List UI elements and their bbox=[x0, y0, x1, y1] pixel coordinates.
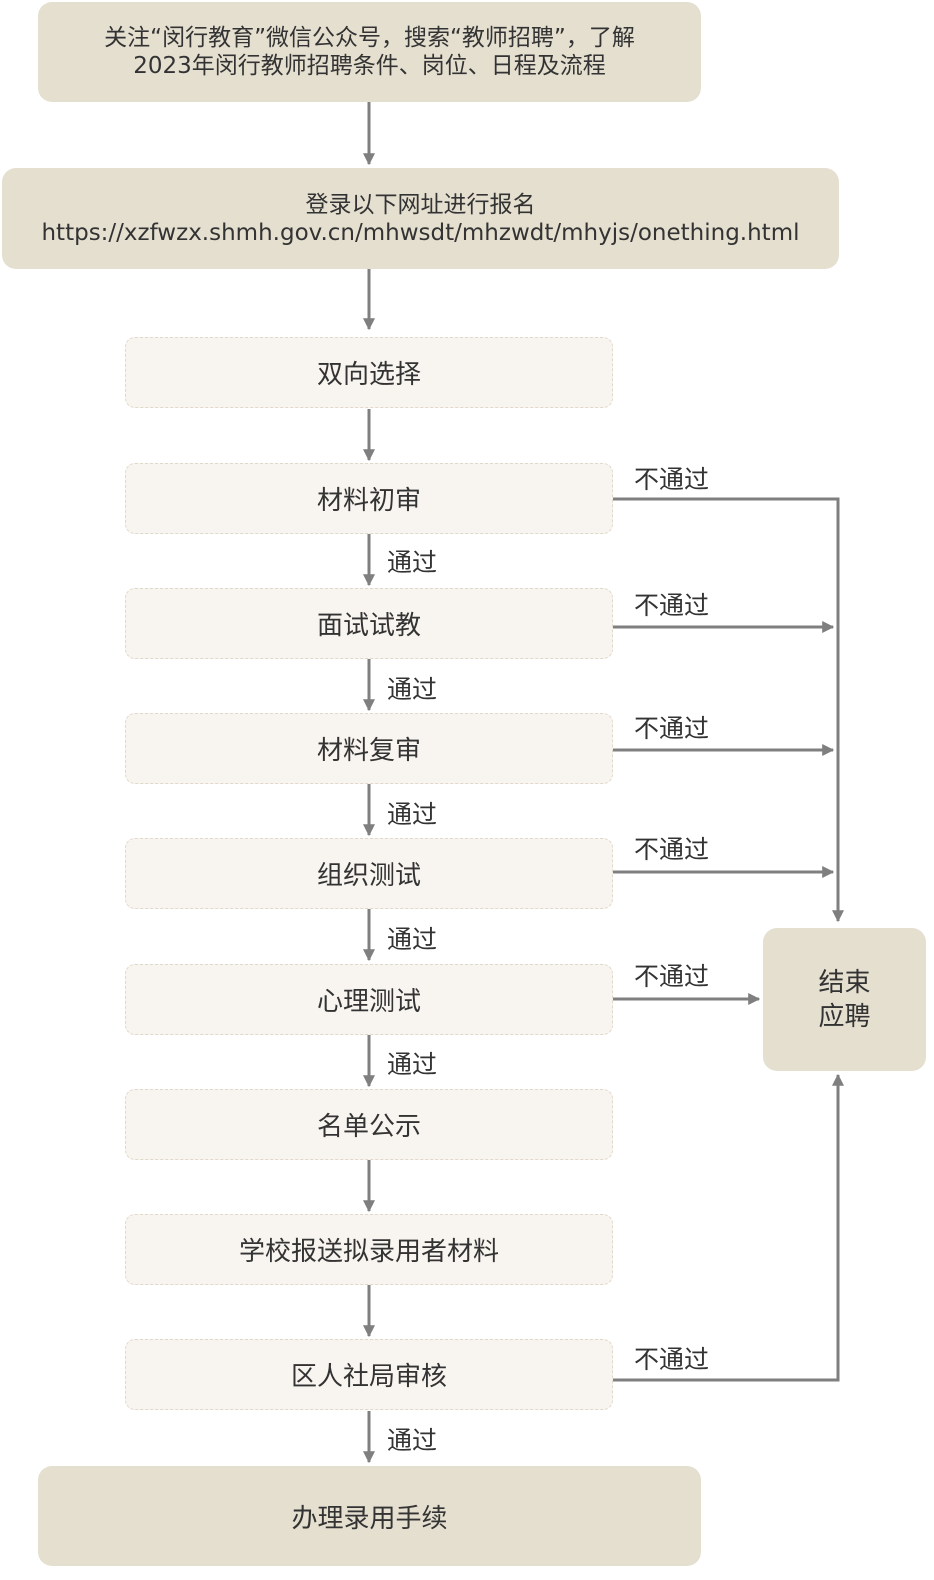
pass-label: 通过 bbox=[387, 1426, 438, 1455]
step-bureau-review: 区人社局审核 bbox=[125, 1339, 613, 1410]
register-url: https://xzfwzx.shmh.gov.cn/mhwsdt/mhzwdt… bbox=[41, 219, 800, 246]
final-box: 办理录用手续 bbox=[38, 1466, 701, 1566]
fail-line-step9 bbox=[613, 1073, 844, 1382]
pass-label: 通过 bbox=[387, 925, 438, 954]
register-instruction: 登录以下网址进行报名 bbox=[305, 191, 536, 218]
fail-label: 不通过 bbox=[634, 1345, 710, 1374]
fail-line-step2 bbox=[613, 497, 844, 923]
step-list-publicity: 名单公示 bbox=[125, 1089, 613, 1160]
info-line-2: 2023年闵行教师招聘条件、岗位、日程及流程 bbox=[133, 53, 606, 79]
pass-label: 通过 bbox=[387, 675, 438, 704]
step-school-submit: 学校报送拟录用者材料 bbox=[125, 1214, 613, 1285]
fail-label: 不通过 bbox=[634, 835, 710, 864]
fail-label: 不通过 bbox=[634, 714, 710, 743]
pass-label: 通过 bbox=[387, 800, 438, 829]
step-initial-review: 材料初审 bbox=[125, 463, 613, 534]
pass-label: 通过 bbox=[387, 548, 438, 577]
end-box: 结束 应聘 bbox=[763, 928, 926, 1071]
step-interview-teaching: 面试试教 bbox=[125, 588, 613, 659]
step-second-review: 材料复审 bbox=[125, 713, 613, 784]
info-box: 关注“闵行教育”微信公众号，搜索“教师招聘”，了解 2023年闵行教师招聘条件、… bbox=[38, 2, 701, 102]
step-two-way-selection: 双向选择 bbox=[125, 337, 613, 408]
end-line-1: 结束 bbox=[818, 967, 871, 998]
register-box: 登录以下网址进行报名 https://xzfwzx.shmh.gov.cn/mh… bbox=[2, 168, 839, 269]
fail-label: 不通过 bbox=[634, 591, 710, 620]
pass-label: 通过 bbox=[387, 1050, 438, 1079]
fail-label: 不通过 bbox=[634, 465, 710, 494]
info-line-1: 关注“闵行教育”微信公众号，搜索“教师招聘”，了解 bbox=[104, 25, 635, 51]
step-psych-test: 心理测试 bbox=[125, 964, 613, 1035]
step-organized-test: 组织测试 bbox=[125, 838, 613, 909]
end-line-2: 应聘 bbox=[818, 1001, 871, 1032]
fail-label: 不通过 bbox=[634, 962, 710, 991]
